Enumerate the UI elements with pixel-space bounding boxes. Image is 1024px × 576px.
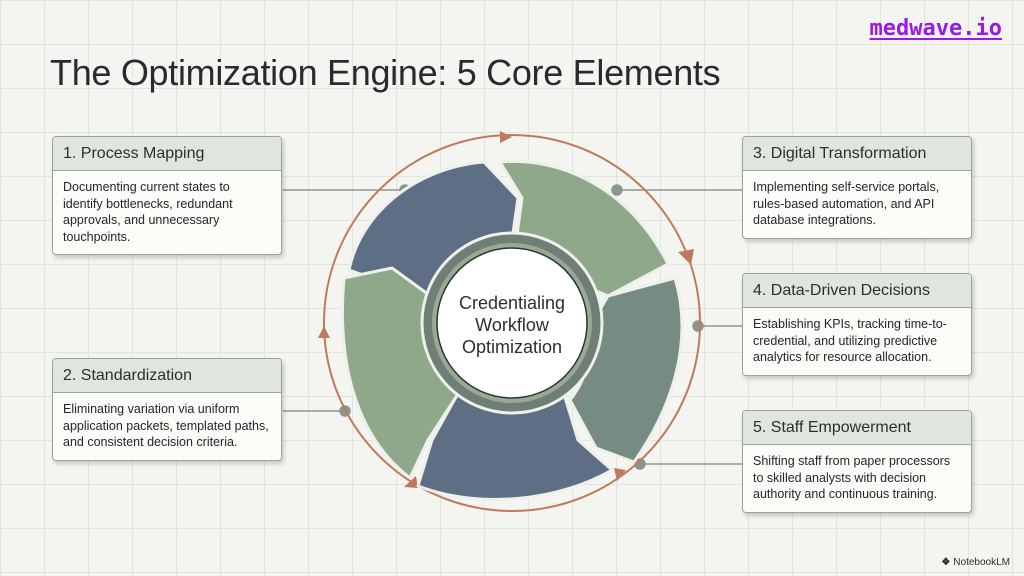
footer-label: NotebookLM bbox=[953, 557, 1010, 568]
description-line: rules-based automation, and API bbox=[753, 196, 935, 211]
arrowhead-bottom-left bbox=[404, 476, 418, 488]
description-line: database integrations. bbox=[753, 213, 877, 227]
hub-label: Credentialing Workflow Optimization bbox=[432, 292, 592, 358]
element-title: 5. Staff Empowerment bbox=[743, 411, 971, 445]
description-line: Establishing KPIs, tracking time-to- bbox=[753, 317, 947, 331]
description-line: authority and continuous training. bbox=[753, 487, 938, 501]
description-line: analytics for resource allocation. bbox=[753, 350, 932, 364]
element-card-process-mapping: 1. Process Mapping Documenting current s… bbox=[52, 136, 282, 255]
description-line: and consistent decision criteria. bbox=[63, 435, 238, 449]
element-title: 1. Process Mapping bbox=[53, 137, 281, 171]
description-line: touchpoints. bbox=[63, 229, 131, 244]
description-line: Documenting current states to bbox=[63, 180, 230, 194]
element-title: 3. Digital Transformation bbox=[743, 137, 971, 171]
description-line: to skilled analysts with decision bbox=[753, 470, 926, 485]
cycle-ring bbox=[323, 134, 701, 512]
arrowhead-top bbox=[500, 131, 512, 143]
element-card-digital-transformation: 3. Digital Transformation Implementing s… bbox=[742, 136, 972, 239]
description-line: Shifting staff from paper processors bbox=[753, 454, 951, 468]
brand-link[interactable]: medwave.io bbox=[869, 16, 1002, 41]
description-line: Implementing self-service portals, bbox=[753, 180, 940, 194]
notebook-logo-icon: ❖ bbox=[941, 557, 951, 568]
connector-dot-4 bbox=[692, 320, 704, 332]
arrowhead-bottom-right bbox=[614, 468, 626, 481]
hub-label-line-2: Workflow bbox=[475, 315, 549, 335]
arrowhead-right bbox=[678, 249, 694, 265]
description-line: application packets, templated paths, bbox=[63, 418, 269, 433]
footer-watermark: ❖NotebookLM bbox=[941, 557, 1010, 568]
element-description: Establishing KPIs, tracking time-to- cre… bbox=[743, 308, 971, 375]
description-line: Eliminating variation via uniform bbox=[63, 402, 240, 416]
element-description: Shifting staff from paper processors to … bbox=[743, 445, 971, 512]
hub-center bbox=[436, 247, 588, 399]
element-description: Documenting current states to identify b… bbox=[53, 171, 281, 254]
element-description: Eliminating variation via uniform applic… bbox=[53, 393, 281, 460]
arrowhead-left bbox=[318, 326, 330, 338]
description-line: approvals, and unnecessary bbox=[63, 213, 220, 227]
hub-label-line-3: Optimization bbox=[461, 337, 563, 357]
hub-label-line-1: Credentialing bbox=[458, 293, 566, 313]
element-title: 2. Standardization bbox=[53, 359, 281, 393]
element-description: Implementing self-service portals, rules… bbox=[743, 171, 971, 238]
element-card-data-driven-decisions: 4. Data-Driven Decisions Establishing KP… bbox=[742, 273, 972, 376]
description-line: identify bottlenecks, redundant bbox=[63, 196, 233, 211]
element-card-staff-empowerment: 5. Staff Empowerment Shifting staff from… bbox=[742, 410, 972, 513]
element-title: 4. Data-Driven Decisions bbox=[743, 274, 971, 308]
connector-dot-3 bbox=[611, 184, 623, 196]
element-card-standardization: 2. Standardization Eliminating variation… bbox=[52, 358, 282, 461]
description-line: credential, and utilizing predictive bbox=[753, 333, 938, 348]
page-title: The Optimization Engine: 5 Core Elements bbox=[50, 52, 721, 93]
cycle-arrowheads bbox=[318, 131, 694, 488]
